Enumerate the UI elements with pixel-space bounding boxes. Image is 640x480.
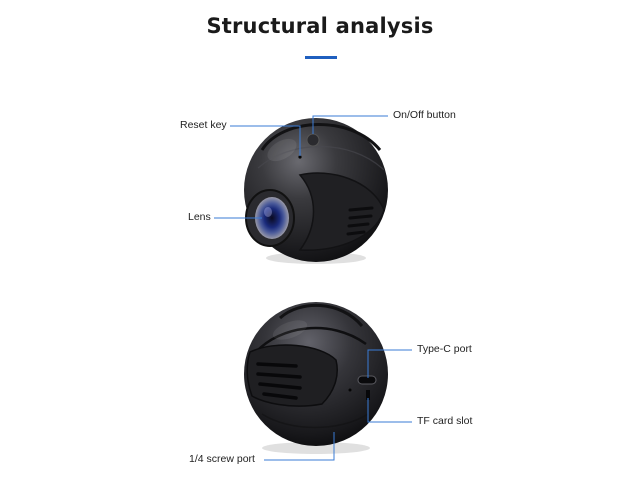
label-on-off-button: On/Off button xyxy=(393,109,456,121)
rear-view xyxy=(244,302,388,454)
leader-type-c xyxy=(367,349,412,378)
leader-reset-key xyxy=(230,125,301,156)
label-lens: Lens xyxy=(188,211,211,223)
type-c-port xyxy=(357,375,377,385)
rear-vent xyxy=(256,362,302,400)
rear-ball-shadow xyxy=(262,442,370,454)
leader-screw-port xyxy=(264,432,335,461)
tf-card-slot xyxy=(366,390,370,400)
leader-on-off xyxy=(312,115,388,134)
leader-tf-card xyxy=(367,398,412,423)
rear-cap-seam xyxy=(278,303,364,327)
title-underline xyxy=(305,56,337,59)
front-cap-seam xyxy=(260,123,382,151)
leader-lines xyxy=(214,115,412,461)
front-view xyxy=(244,118,388,264)
reset-pinhole xyxy=(298,155,302,159)
label-tf-card-slot: TF card slot xyxy=(417,415,473,427)
label-screw-port: 1/4 screw port xyxy=(189,453,255,465)
lens-glass xyxy=(255,197,289,239)
front-vent xyxy=(346,206,374,236)
power-button xyxy=(306,133,320,147)
label-type-c-port: Type-C port xyxy=(417,343,472,355)
label-reset-key: Reset key xyxy=(180,119,227,131)
page-title: Structural analysis xyxy=(206,14,434,38)
